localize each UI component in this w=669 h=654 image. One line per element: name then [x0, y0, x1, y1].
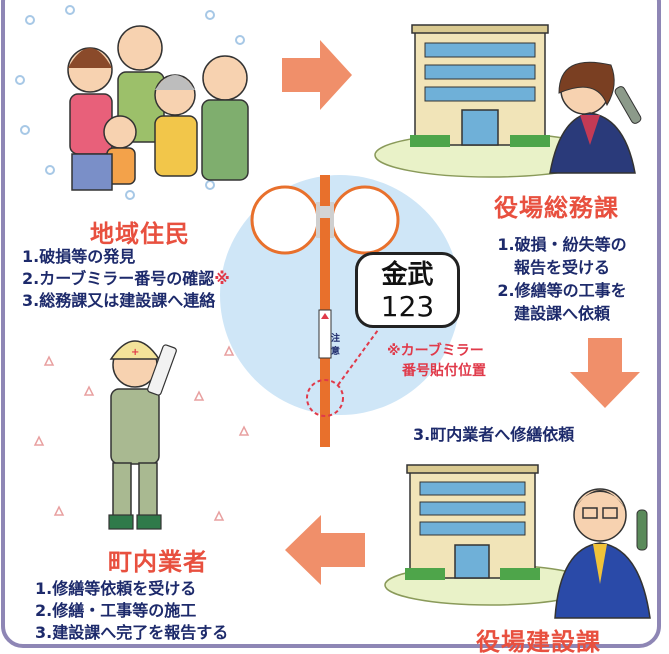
request-step-text: 3.町内業者へ修繕依頼	[413, 425, 575, 444]
mirror-note-line-1: ※カーブミラー	[387, 343, 484, 359]
diagram-frame	[1, 0, 661, 648]
residents-item-2-text: 2.カーブミラー番号の確認	[22, 269, 215, 288]
pole-sign-char-2: 意	[331, 347, 341, 357]
family-illustration	[15, 5, 249, 200]
contractor-item-3: 3.建設課へ完了を報告する	[35, 623, 229, 642]
arrow-down-icon	[570, 338, 640, 408]
general-affairs-title: 役場総務課	[494, 194, 619, 222]
woman-phone-illustration	[549, 61, 642, 174]
svg-text:+: +	[131, 347, 139, 358]
arrow-left-bottom-icon	[285, 515, 365, 585]
residents-item-2-mark: ※	[214, 269, 230, 288]
mirror-number-plate: 金武 123	[355, 252, 460, 328]
contractor-title: 町内業者	[108, 548, 208, 576]
plate-line-1: 金武	[381, 260, 434, 290]
arrow-right-top-icon	[282, 40, 352, 110]
residents-item-1: 1.破損等の発見	[22, 247, 136, 266]
general-affairs-item-3: 2.修繕等の工事を	[497, 281, 627, 300]
residents-title: 地域住民	[90, 220, 190, 248]
contractor-item-1: 1.修繕等依頼を受ける	[35, 579, 197, 598]
plate-line-2: 123	[380, 290, 435, 323]
mirror-note-line-2: 番号貼付位置	[402, 363, 486, 379]
general-affairs-item-1: 1.破損・紛失等の	[497, 235, 627, 254]
construction-title: 役場建設課	[476, 628, 601, 654]
contractor-item-2: 2.修繕・工事等の施工	[35, 601, 197, 620]
general-affairs-item-2: 報告を受ける	[513, 258, 610, 277]
residents-item-2: 2.カーブミラー番号の確認※	[22, 268, 230, 290]
worker-illustration: +	[33, 340, 250, 530]
pole-sign-char-1: 注	[331, 334, 341, 344]
general-affairs-item-4: 建設課へ依頼	[513, 304, 610, 323]
construction-building-icon	[384, 464, 596, 606]
curve-mirror-icon	[250, 175, 400, 447]
man-phone-illustration	[554, 488, 651, 619]
residents-item-3: 3.総務課又は建設課へ連絡	[22, 291, 216, 310]
office-building-icon	[374, 24, 606, 178]
